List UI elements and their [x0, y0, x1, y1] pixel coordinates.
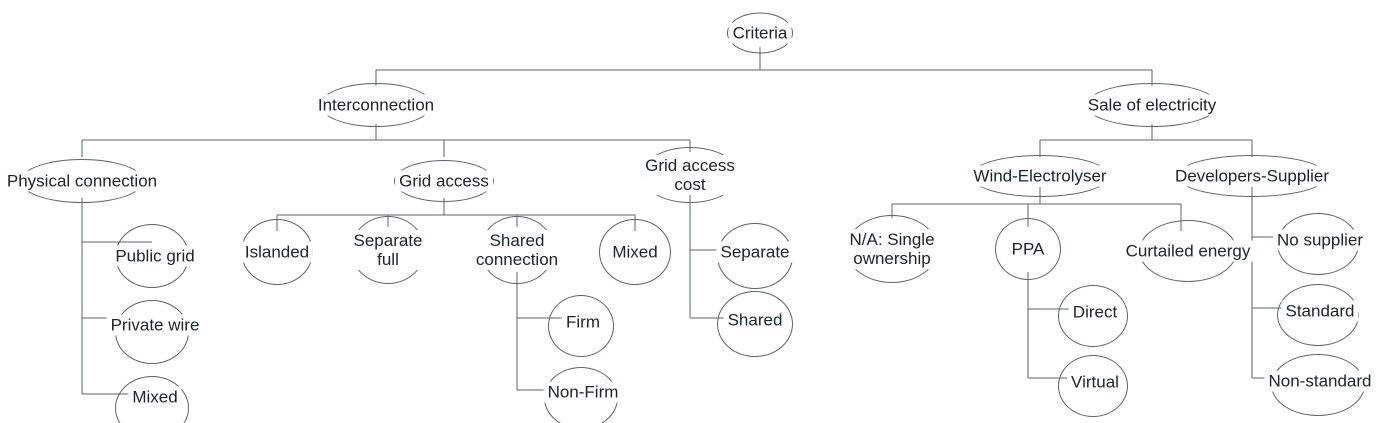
- node-ellipse-ppa: [995, 218, 1061, 280]
- node-label-public-grid[interactable]: Public grid: [111, 245, 199, 267]
- node-label-shared-connection[interactable]: Shared connection: [471, 230, 563, 270]
- node-label-private-wire[interactable]: Private wire: [106, 314, 204, 336]
- node-ellipse-standard: [1277, 284, 1359, 346]
- node-ellipse-cost-shared: [717, 291, 793, 357]
- node-label-non-firm[interactable]: Non-Firm: [543, 381, 623, 403]
- node-label-physical-connection[interactable]: Physical connection: [2, 170, 162, 192]
- node-label-non-standard[interactable]: Non-standard: [1264, 370, 1376, 392]
- node-ellipse-root: [727, 12, 793, 54]
- node-label-cost-shared[interactable]: Shared: [723, 309, 787, 331]
- node-label-na-single-ownership[interactable]: N/A: Single ownership: [845, 229, 939, 269]
- node-ellipse-virtual: [1058, 355, 1128, 417]
- node-ellipse-grid-access-mixed: [599, 219, 671, 285]
- node-label-standard[interactable]: Standard: [1281, 300, 1359, 322]
- node-label-separate-full[interactable]: Separate full: [349, 230, 427, 270]
- node-label-firm[interactable]: Firm: [562, 311, 604, 333]
- node-label-direct[interactable]: Direct: [1068, 301, 1122, 323]
- node-ellipse-grid-access: [394, 160, 494, 202]
- node-label-ppa[interactable]: PPA: [1007, 238, 1049, 260]
- node-label-interconnection[interactable]: Interconnection: [313, 94, 439, 116]
- node-label-physical-mixed[interactable]: Mixed: [128, 386, 182, 408]
- node-label-virtual[interactable]: Virtual: [1067, 371, 1123, 393]
- node-label-islanded[interactable]: Islanded: [240, 241, 314, 263]
- node-ellipse-firm: [548, 295, 614, 357]
- node-label-grid-access-mixed[interactable]: Mixed: [608, 241, 662, 263]
- node-label-sale-of-electricity[interactable]: Sale of electricity: [1083, 94, 1221, 116]
- node-label-grid-access-cost[interactable]: Grid access cost: [641, 155, 739, 195]
- node-label-developers-supplier[interactable]: Developers-Supplier: [1170, 165, 1334, 187]
- node-label-grid-access[interactable]: Grid access: [395, 170, 493, 192]
- node-label-cost-separate[interactable]: Separate: [716, 241, 794, 263]
- node-label-no-supplier[interactable]: No supplier: [1273, 229, 1367, 251]
- node-label-curtailed-energy[interactable]: Curtailed energy: [1121, 240, 1255, 262]
- node-label-wind-electrolyser[interactable]: Wind-Electrolyser: [969, 165, 1111, 187]
- node-label-root[interactable]: Criteria: [728, 22, 792, 44]
- node-ellipse-direct: [1058, 285, 1128, 347]
